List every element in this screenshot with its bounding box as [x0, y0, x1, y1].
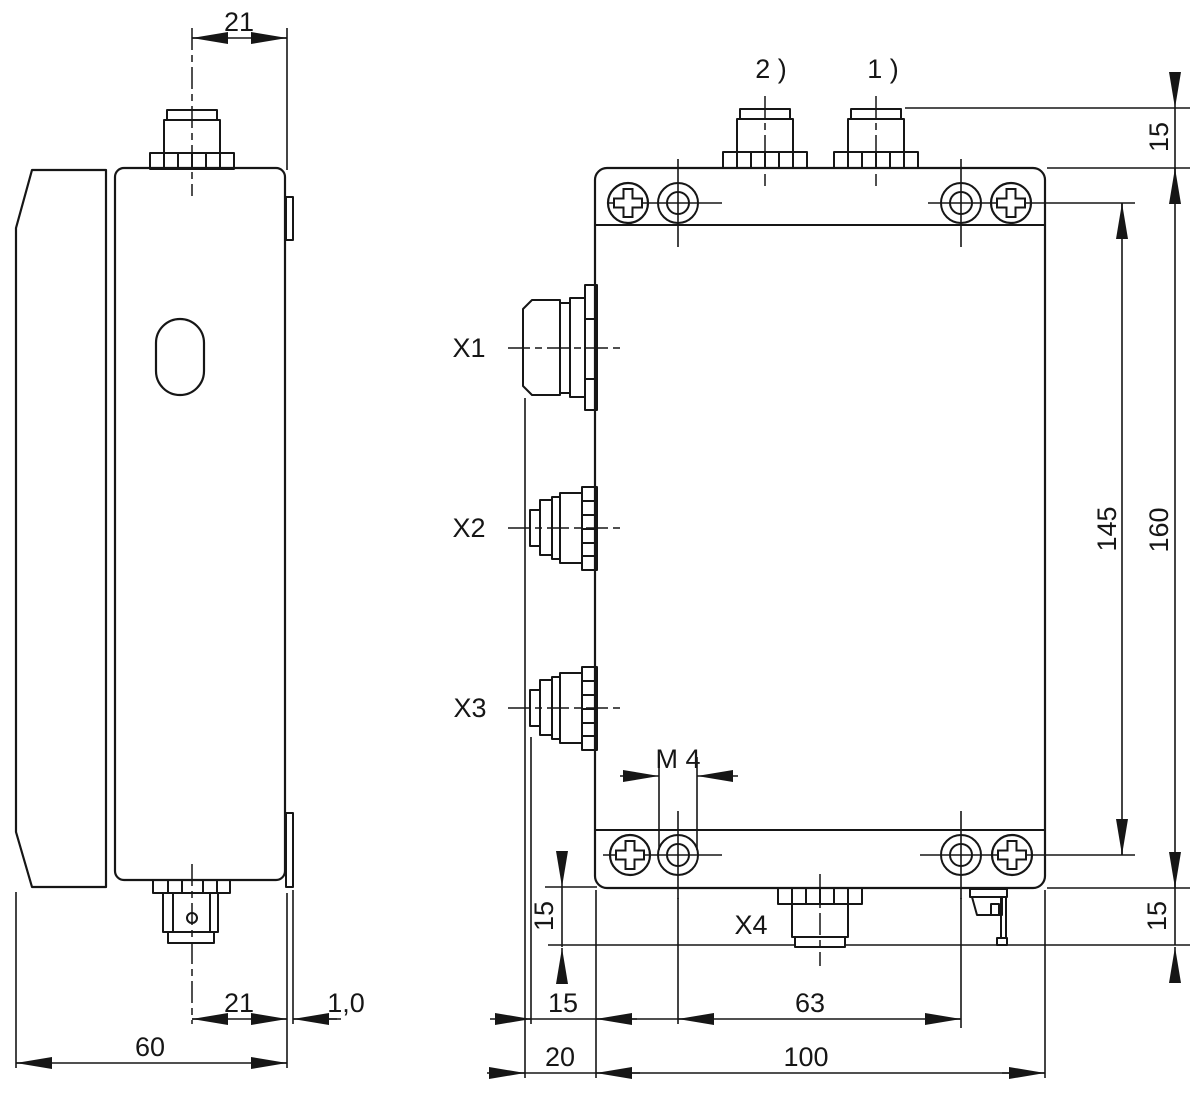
- connector-x1: [508, 284, 620, 411]
- dim-label: 63: [795, 988, 825, 1018]
- dim-label: 20: [545, 1042, 575, 1072]
- dim-hole-pitch-vertical: 145: [1092, 203, 1128, 855]
- side-view: 21 21 1,0 60: [14, 7, 365, 1069]
- dim-label: 21: [224, 7, 254, 37]
- note-2-label: 2 ): [755, 54, 787, 84]
- bottom-extension-lines: [524, 398, 1046, 1078]
- thread-callout-m4: M 4: [620, 744, 738, 850]
- side-oval-cutout: [154, 317, 206, 397]
- dim-row-width: 20 100: [487, 1042, 1045, 1079]
- dim-connector-height-top: 15: [1144, 72, 1181, 168]
- dim-label: 15: [529, 901, 559, 931]
- dim-label: 1,0: [327, 988, 365, 1018]
- screw-top-right: [989, 181, 1033, 225]
- dim-label: 15: [1142, 901, 1172, 931]
- screw-bottom-right: [990, 833, 1034, 877]
- connector-x2-label: X2: [452, 513, 485, 543]
- side-dim-bottom-offset: 21 1,0: [192, 890, 365, 1068]
- side-housing-body: [113, 166, 287, 882]
- dim-label: 21: [224, 988, 254, 1018]
- connector-x1-label: X1: [452, 333, 485, 363]
- dim-label: 100: [783, 1042, 828, 1072]
- right-extension-lines: [545, 107, 1190, 946]
- screw-top-left: [606, 181, 650, 225]
- side-dim-top-offset: 21: [192, 7, 288, 170]
- front-housing-body: [593, 166, 1047, 890]
- dim-label: 15: [548, 988, 578, 1018]
- front-flange-lines: [596, 224, 1044, 831]
- dim-label: 15: [1144, 122, 1174, 152]
- side-bottom-connector: [152, 864, 231, 1024]
- dim-connector-height-bottom-left: 15: [529, 851, 568, 984]
- dim-label: 160: [1144, 507, 1174, 552]
- dim-height: 160: [1144, 168, 1181, 888]
- front-view: 2 ) 1 ) X1 X2 X3 X4: [452, 54, 1190, 1079]
- side-mount-tab-bottom: [285, 812, 294, 888]
- connector-x4-label: X4: [734, 910, 767, 940]
- dim-label: 60: [135, 1032, 165, 1062]
- grounding-clip: [969, 888, 1008, 946]
- dim-label: 145: [1092, 506, 1122, 551]
- dim-connector-height-bottom-right: 15: [1142, 888, 1181, 983]
- screw-bottom-left: [608, 833, 652, 877]
- note-1-label: 1 ): [867, 54, 899, 84]
- thread-label: M 4: [655, 744, 700, 774]
- side-mount-tab-top: [285, 196, 294, 241]
- connector-x3-label: X3: [453, 693, 486, 723]
- side-cover-panel: [14, 168, 108, 889]
- side-dim-depth: 60: [15, 892, 287, 1069]
- dim-row-protrusion-holes: 15 63: [490, 988, 961, 1025]
